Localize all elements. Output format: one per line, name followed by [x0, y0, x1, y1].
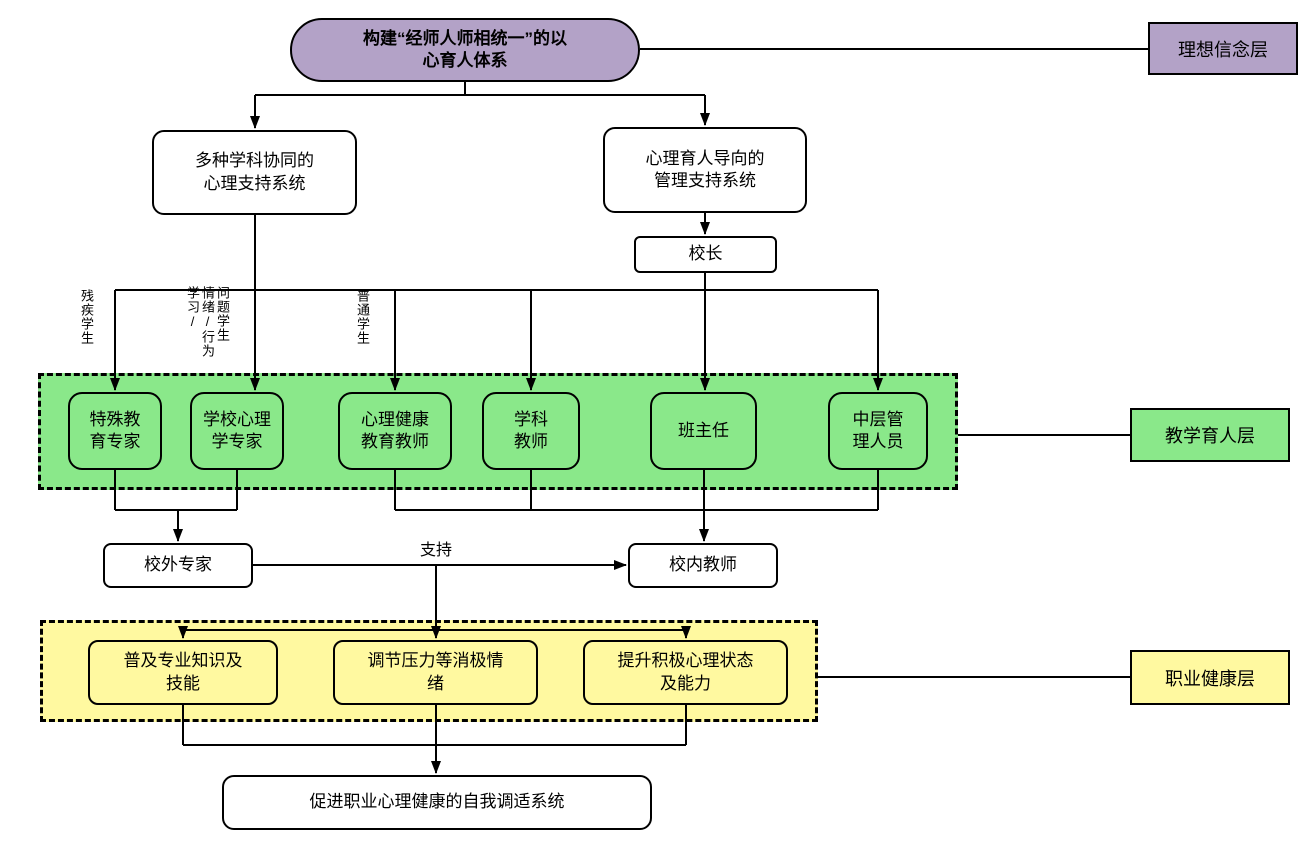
- node-promote-positive-state: 提升积极心理状态 及能力: [583, 640, 788, 705]
- node-special-education-expert: 特殊教 育专家: [68, 392, 162, 470]
- edge-label-ordinary-students: 普通学生: [355, 289, 370, 345]
- node-popularize-knowledge: 普及专业知识及 技能: [88, 640, 278, 705]
- node-external-expert: 校外专家: [103, 543, 253, 588]
- edge-label-problem-students-col2: 情绪/行为: [200, 286, 215, 358]
- layer-label-ideal-belief: 理想信念层: [1148, 22, 1298, 75]
- node-internal-teacher: 校内教师: [628, 543, 778, 588]
- layer-label-career-health: 职业健康层: [1130, 650, 1290, 705]
- edge-label-problem-students-col3: 问题学生: [215, 286, 230, 342]
- node-subject-teacher: 学科 教师: [482, 392, 580, 470]
- node-school-psychologist: 学校心理 学专家: [190, 392, 284, 470]
- layer-label-teaching: 教学育人层: [1130, 408, 1290, 462]
- node-root-system: 构建“经师人师相统一”的以 心育人体系: [290, 18, 640, 82]
- node-multi-subject-support-system: 多种学科协同的 心理支持系统: [152, 130, 357, 215]
- node-class-head-teacher: 班主任: [650, 392, 757, 470]
- edge-label-problem-students: 学习/ 情绪/行为 问题学生: [185, 286, 230, 358]
- node-middle-manager: 中层管 理人员: [828, 392, 928, 470]
- node-mental-health-teacher: 心理健康 教育教师: [338, 392, 452, 470]
- node-self-adjustment-system: 促进职业心理健康的自我调适系统: [222, 775, 652, 830]
- edge-label-support: 支持: [419, 542, 452, 559]
- edge-label-problem-students-col1: 学习/: [185, 286, 200, 330]
- node-principal: 校长: [634, 236, 777, 273]
- node-management-support-system: 心理育人导向的 管理支持系统: [603, 127, 807, 213]
- node-regulate-negative-emotion: 调节压力等消极情 绪: [333, 640, 538, 705]
- edge-label-disabled-students: 残疾学生: [79, 289, 94, 345]
